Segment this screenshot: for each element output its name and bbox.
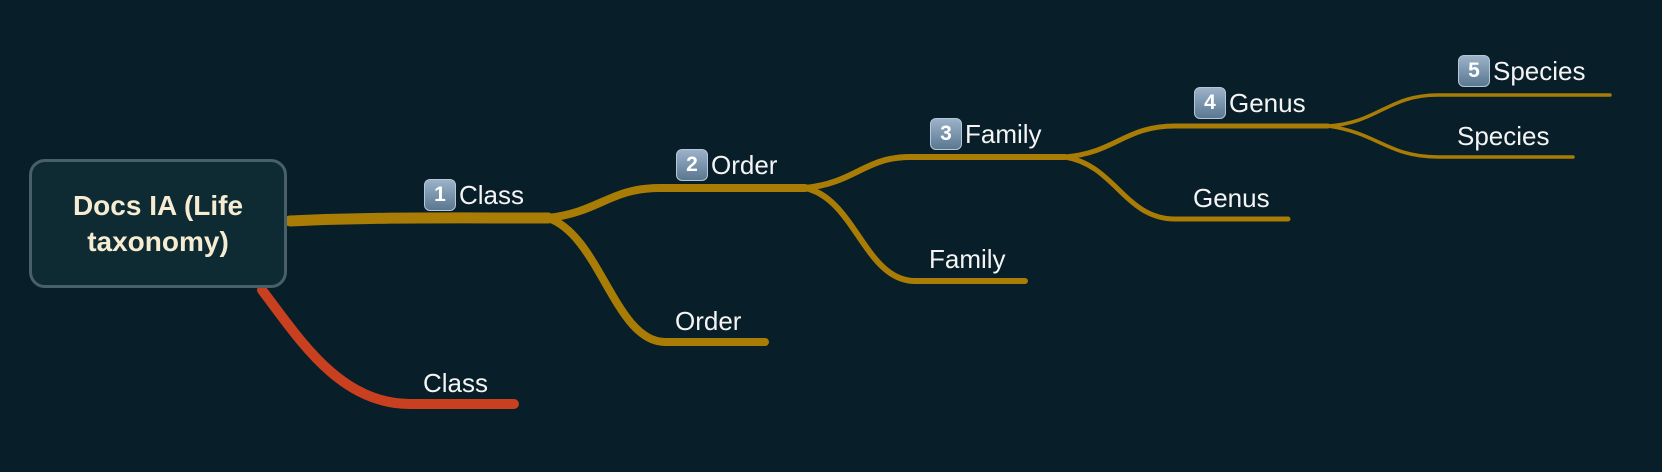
connector-order-family — [802, 154, 1068, 191]
topic-family[interactable]: Family — [929, 244, 1006, 274]
topic-order-2[interactable]: 2 Order — [676, 149, 777, 181]
topic-genus-4[interactable]: 4 Genus — [1194, 87, 1306, 119]
topic-label: Class — [423, 368, 489, 398]
topic-label: Species — [1457, 121, 1550, 151]
number-4-icon: 4 — [1194, 87, 1226, 119]
number-1-icon: 1 — [424, 179, 456, 211]
topic-label: Genus — [1193, 183, 1270, 213]
connector-root-class — [284, 212, 554, 227]
connector-order-family-plain — [802, 185, 1028, 284]
topic-label: Family — [929, 244, 1006, 274]
topic-species[interactable]: Species — [1457, 121, 1550, 151]
number-3-icon: 3 — [930, 118, 962, 150]
topic-label: Order — [711, 150, 778, 180]
topic-species-5[interactable]: 5 Species — [1458, 55, 1586, 87]
topic-genus[interactable]: Genus — [1193, 183, 1270, 213]
root-topic[interactable]: Docs IA (Life taxonomy) — [29, 159, 287, 288]
topic-class-1[interactable]: 1 Class — [424, 179, 524, 211]
topic-family-3[interactable]: 3 Family — [930, 118, 1042, 150]
topic-label: Family — [965, 119, 1042, 149]
number-2-icon: 2 — [676, 149, 708, 181]
topic-class[interactable]: Class — [423, 368, 488, 398]
connector-root-class-red — [257, 285, 519, 409]
topic-label: Genus — [1229, 88, 1306, 118]
connector-family-genus-plain — [1062, 154, 1291, 222]
topic-label: Class — [459, 180, 525, 210]
topic-label: Species — [1493, 56, 1586, 86]
topic-label: Order — [675, 306, 742, 336]
root-topic-label: Docs IA (Life taxonomy) — [72, 189, 244, 257]
connector-class-order — [544, 184, 809, 222]
topic-order[interactable]: Order — [675, 306, 741, 336]
connector-genus-species — [1326, 93, 1612, 128]
connector-genus-species-plain — [1326, 124, 1575, 159]
connector-family-genus — [1062, 123, 1331, 160]
number-5-icon: 5 — [1458, 55, 1490, 87]
connector-class-order-plain — [544, 214, 769, 346]
